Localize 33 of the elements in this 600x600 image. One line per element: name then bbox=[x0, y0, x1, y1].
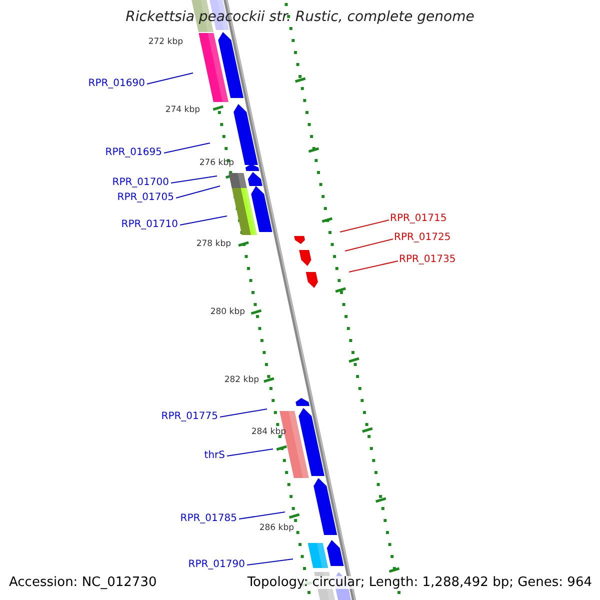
gene-label: RPR_01695 bbox=[105, 148, 162, 158]
leader-line bbox=[226, 448, 274, 456]
scale-label: 282 kbp bbox=[224, 376, 259, 384]
leader-line bbox=[146, 72, 194, 84]
scale-label: 286 kbp bbox=[259, 524, 294, 532]
scale-label: 280 kbp bbox=[210, 308, 245, 316]
genome-title: Rickettsia peacockii str. Rustic, complete genome bbox=[124, 10, 476, 24]
gene-label: RPR_01705 bbox=[117, 193, 174, 203]
scale-label: 276 kbp bbox=[199, 159, 234, 168]
scale-label: 274 kbp bbox=[165, 106, 200, 114]
leader-line bbox=[180, 216, 228, 226]
leader-line bbox=[344, 238, 394, 252]
gene-label: RPR_01690 bbox=[88, 79, 145, 89]
scale-label: 272 kbp bbox=[148, 38, 183, 46]
leader-line bbox=[164, 142, 210, 154]
gene-label: thrS bbox=[204, 451, 225, 461]
leader-line bbox=[170, 176, 218, 184]
leader-line bbox=[220, 408, 268, 418]
gene-label: RPR_01785 bbox=[180, 514, 237, 524]
gene-label: RPR_01790 bbox=[188, 560, 245, 570]
accession-text: Accession: NC_012730 bbox=[9, 576, 157, 589]
gene-label: RPR_01715 bbox=[390, 214, 447, 224]
gene-label: RPR_01735 bbox=[399, 255, 456, 265]
leader-line bbox=[238, 512, 286, 520]
scale-label: 278 kbp bbox=[196, 240, 231, 248]
leader-line bbox=[246, 558, 294, 566]
leader-line bbox=[348, 260, 398, 272]
gene-label: RPR_01725 bbox=[394, 233, 451, 243]
gene-label: RPR_01775 bbox=[161, 412, 218, 422]
leader-line bbox=[176, 186, 220, 198]
gene-label: RPR_01700 bbox=[112, 178, 169, 188]
leader-line bbox=[340, 220, 390, 232]
gene-label: RPR_01710 bbox=[121, 220, 178, 230]
